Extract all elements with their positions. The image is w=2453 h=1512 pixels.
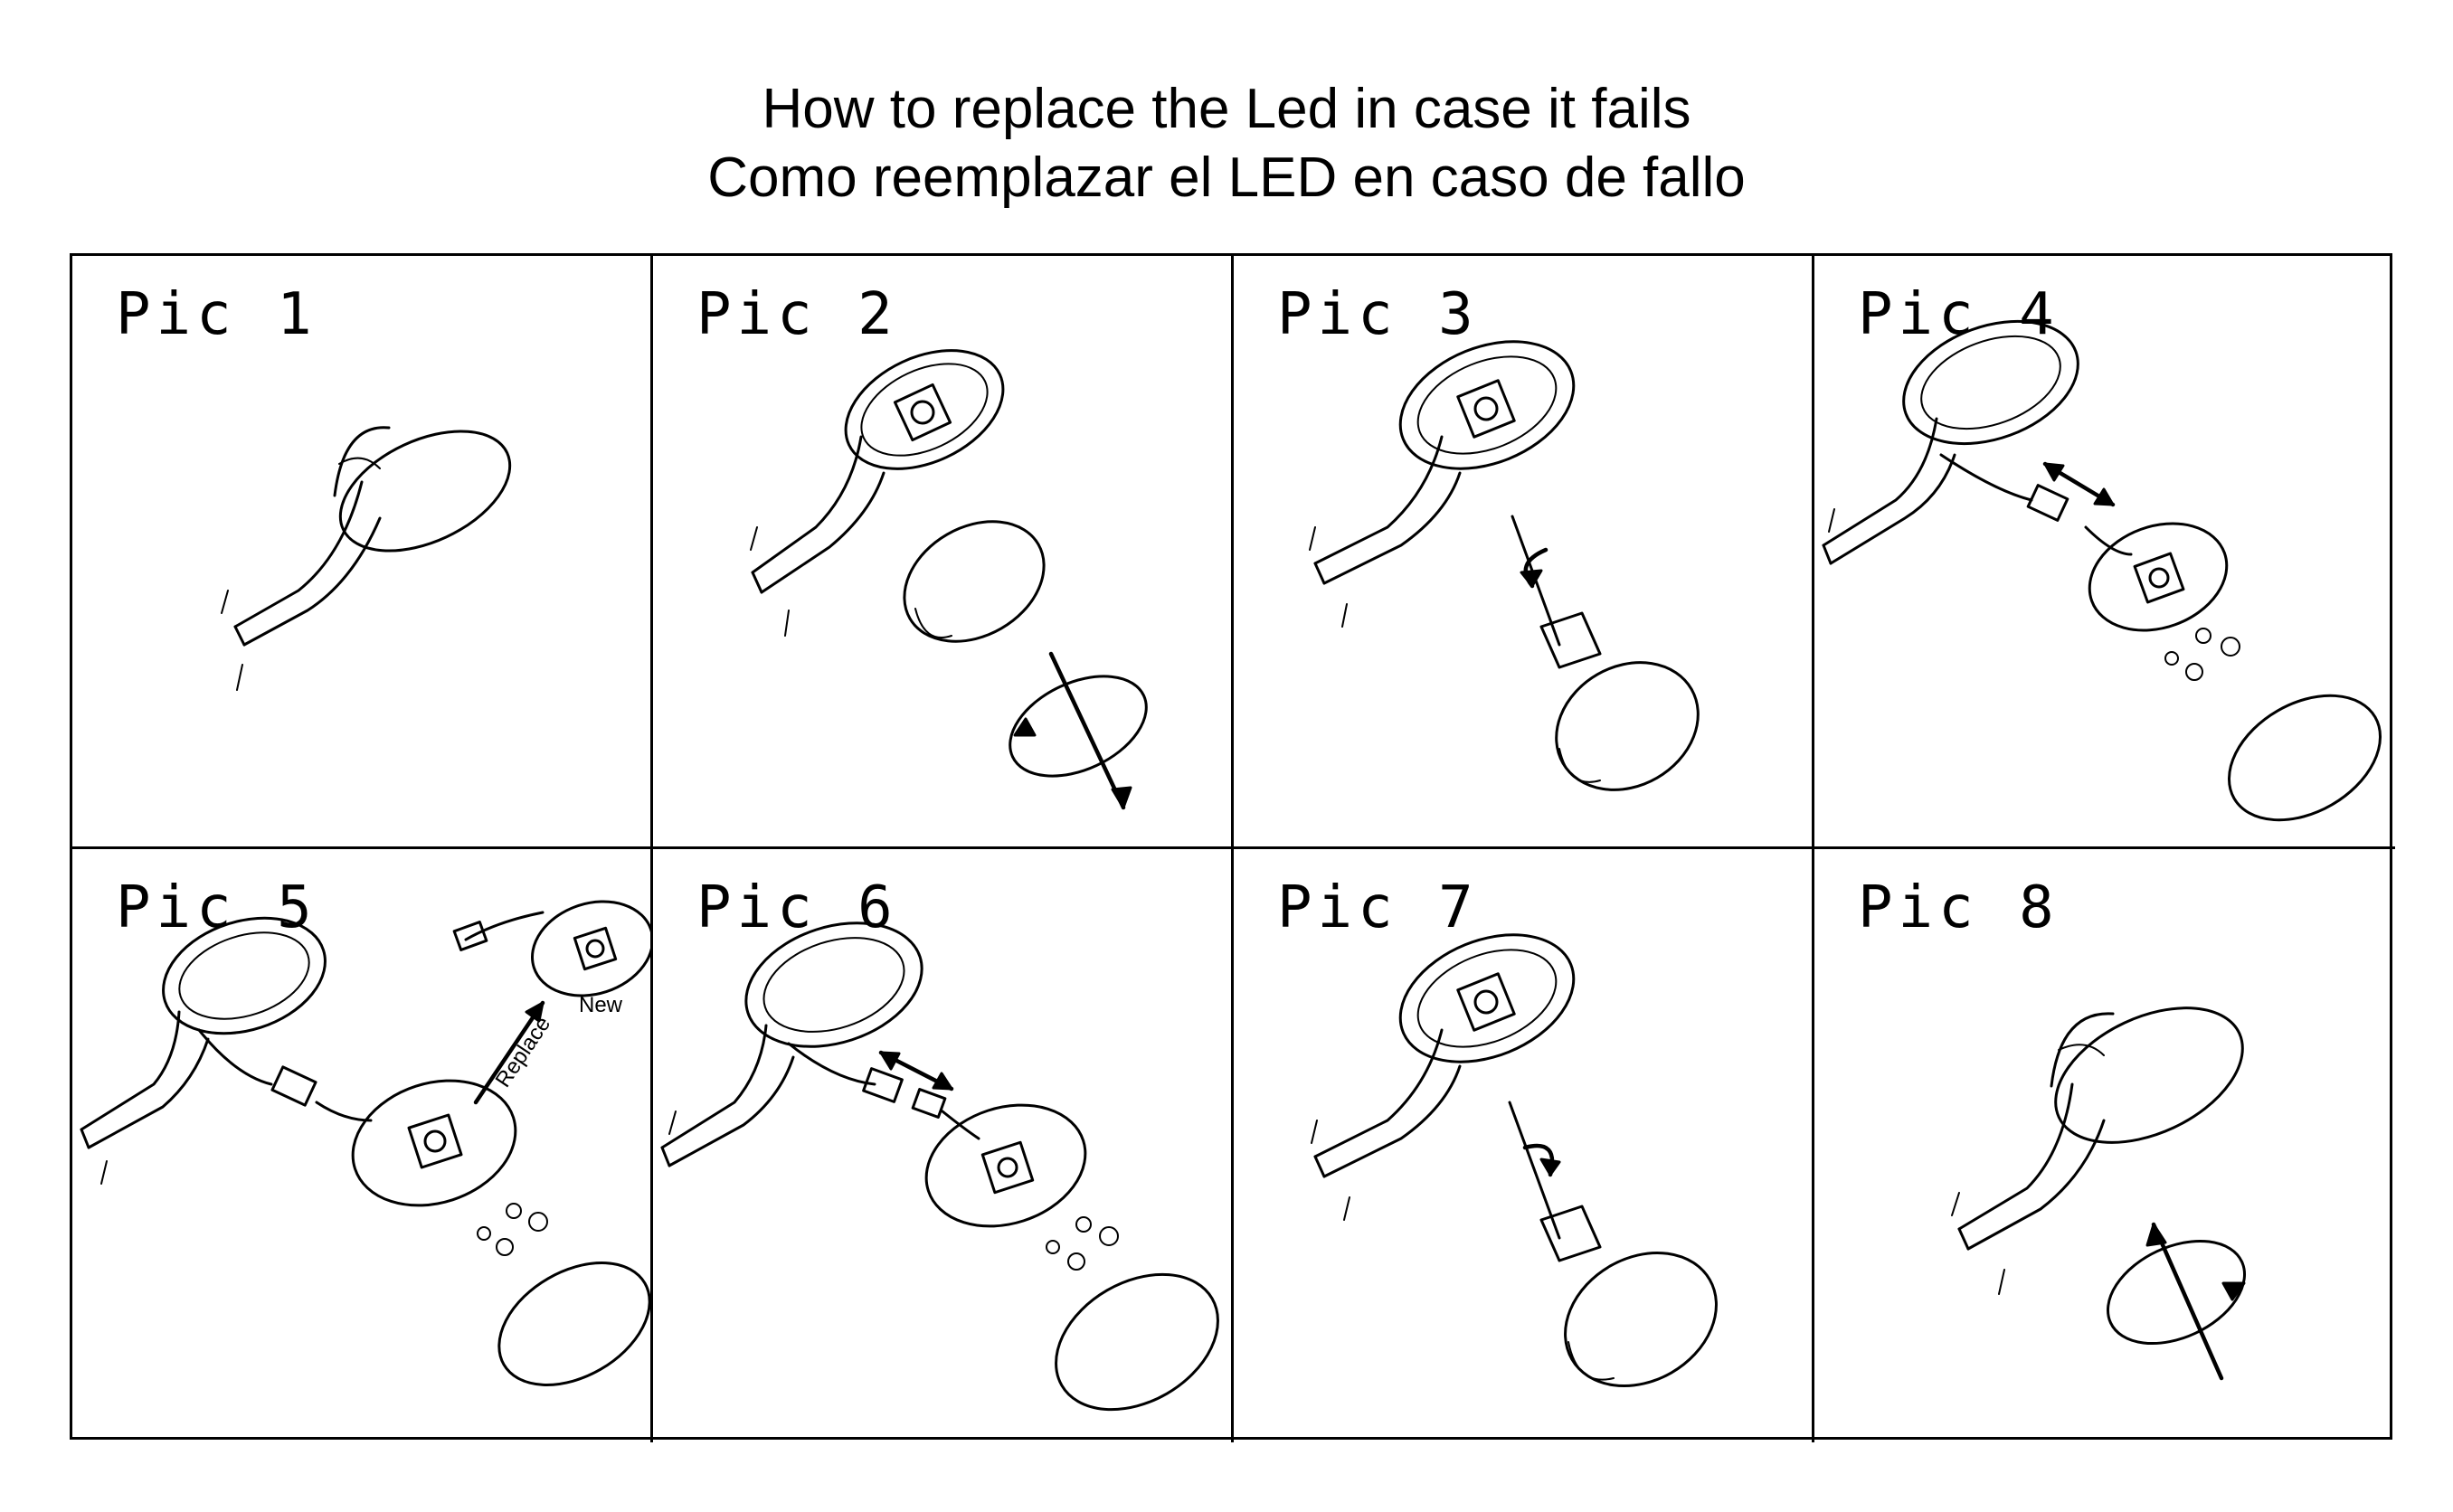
led-disconnect-illustration xyxy=(1822,319,2382,822)
rotate-arrow-icon xyxy=(2106,1239,2247,1346)
panel-label: Pic 2 xyxy=(696,281,898,348)
panel-label: Pic 3 xyxy=(1277,281,1479,348)
led-connect-illustration xyxy=(660,921,1219,1412)
panel-pic-2: Pic 2 xyxy=(653,256,1234,849)
panel-label: Pic 7 xyxy=(1277,874,1479,941)
new-label: New xyxy=(579,993,623,1017)
lamp-cover-removed-illustration xyxy=(750,349,1148,810)
rotate-arrow-icon xyxy=(1009,675,1148,778)
panel-pic-7: Pic 7 xyxy=(1234,849,1814,1442)
lamp-cover-refit-illustration xyxy=(1951,1006,2247,1381)
replace-arrow-icon xyxy=(473,1000,545,1105)
lamp-screw-illustration xyxy=(1311,933,1718,1388)
panel-pic-3: Pic 3 xyxy=(1234,256,1814,849)
panel-label: Pic 6 xyxy=(696,874,898,941)
panel-pic-6: Pic 6 xyxy=(653,849,1234,1442)
up-arrow-icon xyxy=(2151,1222,2224,1381)
panel-label: Pic 8 xyxy=(1858,874,2060,941)
down-arrow-icon xyxy=(1048,651,1126,810)
panel-pic-8: Pic 8 xyxy=(1814,849,2395,1442)
lamp-unscrew-illustration xyxy=(1309,340,1700,791)
lamp-assembled-illustration xyxy=(221,426,512,691)
title-line-2: Como reemplazar el LED en caso de fallo xyxy=(707,146,1746,209)
panel-pic-1: Pic 1 xyxy=(72,256,653,849)
panel-pic-4: Pic 4 xyxy=(1814,256,2395,849)
led-replace-illustration: Replace New xyxy=(80,900,650,1386)
replace-label: Replace xyxy=(491,1012,556,1091)
panel-label: Pic 1 xyxy=(116,281,317,348)
panel-pic-5: Pic 5 Replace New xyxy=(72,849,653,1442)
instruction-grid: Pic 1 Pic 2 xyxy=(70,253,2395,1442)
title-line-1: How to replace the Led in case it fails xyxy=(762,78,1691,140)
